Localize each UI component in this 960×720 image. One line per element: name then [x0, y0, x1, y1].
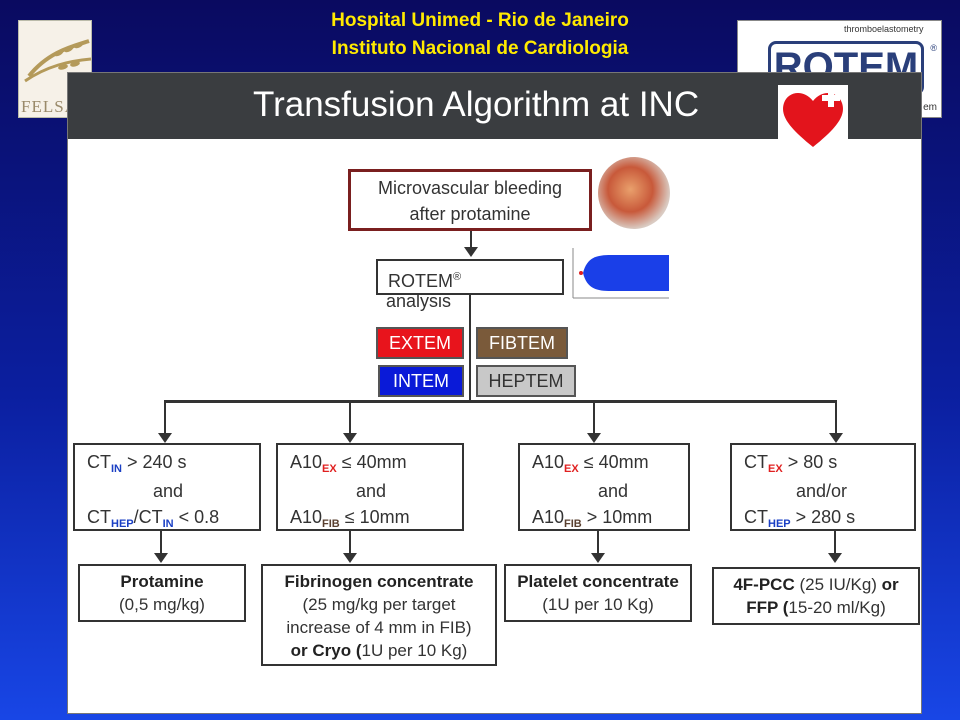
criteria-text: ≤ 10mm	[339, 507, 410, 527]
start-box-line1: Microvascular bleeding	[377, 178, 563, 198]
connector-line	[834, 531, 836, 555]
rotem-analysis-registered: ®	[453, 271, 462, 283]
criteria-text: > 280 s	[790, 507, 856, 527]
criteria-box-pcc: CTEX > 80 s and/or CTHEP > 280 s	[730, 443, 916, 531]
result-title: Platelet concentrate	[517, 572, 679, 591]
felsa-logo-text: FELSA	[21, 97, 78, 116]
result-detail: 1U per 10 Kg)	[361, 641, 468, 660]
criteria-text: > 80 s	[782, 452, 838, 472]
wheat-logo-graphic	[24, 39, 91, 83]
criteria-text: ≤ 40mm	[578, 452, 649, 472]
criteria-conjunction: and	[153, 481, 184, 501]
surgery-photo	[598, 157, 670, 229]
header-institute-name: Instituto Nacional de Cardiologia	[331, 38, 629, 59]
result-detail: increase of 4 mm in FIB)	[286, 618, 472, 637]
result-title: Protamine	[120, 572, 204, 591]
result-detail: (25 mg/kg per target	[302, 595, 456, 614]
result-box-pcc-ffp: 4F-PCC (25 IU/Kg) or FFP (15-20 ml/Kg)	[712, 567, 920, 625]
criteria-subscript: EX	[564, 463, 579, 475]
result-detail-bold: or Cryo (	[290, 641, 362, 660]
criteria-text: A10	[532, 452, 565, 472]
result-detail: (25 IU/Kg)	[794, 575, 882, 594]
criteria-text: > 240 s	[122, 452, 187, 472]
criteria-box-platelet: A10EX ≤ 40mm and A10FIB > 10mm	[518, 443, 690, 531]
criteria-conjunction: and/or	[796, 481, 848, 501]
fibtem-test-button[interactable]: FIBTEM	[476, 327, 568, 359]
connector-line	[160, 531, 162, 555]
result-title: Fibrinogen concentrate	[284, 572, 474, 591]
result-detail: (0,5 mg/kg)	[119, 595, 205, 614]
heart-cross-icon	[778, 85, 848, 153]
arrow-down-icon	[591, 553, 605, 563]
criteria-text: > 10mm	[581, 507, 653, 527]
rotem-logo-registered: ®	[930, 43, 937, 53]
header-hospital-name: Hospital Unimed - Rio de Janeiro	[331, 10, 629, 31]
criteria-text: < 0.8	[173, 507, 220, 527]
criteria-text: A10	[290, 507, 323, 527]
arrow-down-icon	[343, 433, 357, 443]
slide-title: Transfusion Algorithm at INC	[253, 85, 700, 124]
slide-panel: Transfusion Algorithm at INC Microvascul…	[67, 72, 922, 714]
result-detail: (1U per 10 Kg)	[542, 595, 654, 614]
connector-line	[597, 531, 599, 555]
criteria-subscript: HEP	[768, 518, 791, 530]
criteria-box-fibrinogen: A10EX ≤ 40mm and A10FIB ≤ 10mm	[276, 443, 464, 531]
arrow-down-icon	[343, 553, 357, 563]
criteria-text: A10	[290, 452, 323, 472]
criteria-subscript: HEP	[111, 518, 134, 530]
connector-line	[593, 400, 595, 436]
extem-test-button[interactable]: EXTEM	[376, 327, 464, 359]
result-title: FFP (	[746, 598, 789, 617]
criteria-text: CT	[87, 507, 111, 527]
connector-line	[164, 400, 166, 436]
rotem-analysis-subtitle: analysis	[386, 291, 452, 311]
criteria-text: A10	[532, 507, 565, 527]
arrow-down-icon	[154, 553, 168, 563]
arrow-down-icon	[829, 433, 843, 443]
criteria-text: CT	[87, 452, 111, 472]
connector-line	[470, 230, 472, 254]
criteria-text: ≤ 40mm	[336, 452, 407, 472]
rotem-logo-tagline: thromboelastometry	[844, 24, 924, 34]
start-box-line2: after protamine	[409, 204, 531, 224]
rotem-analysis-box: ROTEM®	[376, 259, 564, 295]
result-detail: 15-20 ml/Kg)	[788, 598, 886, 617]
connector-line	[349, 400, 351, 436]
criteria-subscript: EX	[768, 463, 783, 475]
criteria-text: /CT	[133, 507, 163, 527]
result-title: 4F-PCC	[733, 575, 795, 594]
result-title: or	[881, 575, 899, 594]
start-box-bleeding: Microvascular bleeding after protamine	[348, 169, 592, 231]
criteria-box-intem: CTIN > 240 s and CTHEP/CTIN < 0.8	[73, 443, 261, 531]
rotem-logo-tail: em	[923, 102, 937, 113]
criteria-subscript: FIB	[564, 518, 582, 530]
connector-line	[469, 293, 471, 401]
heptem-test-button[interactable]: HEPTEM	[476, 365, 576, 397]
result-box-protamine: Protamine (0,5 mg/kg)	[78, 564, 246, 622]
criteria-subscript: FIB	[322, 518, 340, 530]
rotem-trace-graphic	[572, 248, 669, 299]
arrow-down-icon	[587, 433, 601, 443]
result-box-fibrinogen: Fibrinogen concentrate (25 mg/kg per tar…	[261, 564, 497, 666]
arrow-down-icon	[464, 247, 478, 257]
arrow-down-icon	[828, 553, 842, 563]
connector-line	[835, 400, 837, 436]
criteria-conjunction: and	[356, 481, 387, 501]
criteria-subscript: IN	[111, 463, 122, 475]
branch-line	[164, 400, 837, 403]
criteria-subscript: IN	[162, 518, 174, 530]
connector-line	[349, 531, 351, 555]
criteria-conjunction: and	[598, 481, 629, 501]
criteria-text: CT	[744, 452, 768, 472]
arrow-down-icon	[158, 433, 172, 443]
criteria-text: CT	[744, 507, 768, 527]
intem-test-button[interactable]: INTEM	[378, 365, 464, 397]
result-box-platelet: Platelet concentrate (1U per 10 Kg)	[504, 564, 692, 622]
criteria-subscript: EX	[322, 463, 337, 475]
rotem-analysis-label: ROTEM	[388, 271, 453, 291]
